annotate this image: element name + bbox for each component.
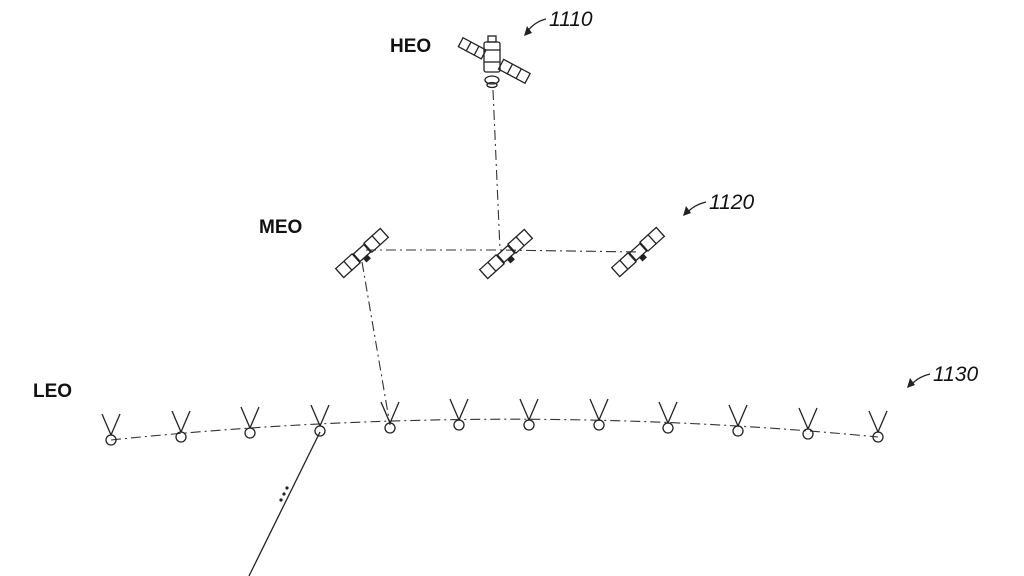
- leo-satellite-8: [589, 398, 609, 431]
- meo-crosslink: [366, 249, 641, 253]
- meo-reference: 1120: [683, 191, 754, 216]
- heo-reference: 1110: [524, 8, 593, 36]
- heo-label: HEO: [390, 36, 431, 57]
- leo-satellite-3: [240, 406, 260, 439]
- leo-satellite-9: [658, 401, 678, 434]
- leo-ref-arrowhead: [907, 378, 915, 388]
- heo-satellite: [457, 35, 532, 89]
- heo-meo-link: [492, 89, 501, 251]
- leo-satellite-7: [519, 398, 539, 431]
- leo-satellite-2: [171, 410, 191, 443]
- leo-satellite-1: [101, 413, 121, 446]
- meo-leo-link: [361, 261, 391, 426]
- leo-satellite-4: [310, 404, 330, 437]
- leo-ref-number: 1130: [933, 363, 978, 386]
- meo-satellite-3: [610, 226, 666, 278]
- meo-satellite-1: [334, 227, 390, 279]
- meo-ref-arrowhead: [683, 206, 691, 216]
- leo-satellite-12: [868, 410, 888, 443]
- leo-satellite-10: [728, 404, 748, 437]
- ground-link-line: [248, 431, 321, 576]
- meo-satellite-2: [478, 228, 534, 280]
- leo-satellite-6: [449, 398, 469, 431]
- leo-label: LEO: [33, 381, 72, 402]
- leo-ref-arrow: [910, 373, 931, 386]
- meo-ref-arrow: [686, 201, 707, 214]
- leo-crosslink-chain: [110, 418, 879, 441]
- heo-ref-arrowhead: [524, 26, 532, 36]
- leo-satellite-11: [798, 407, 818, 440]
- leo-satellite-5: [380, 401, 400, 434]
- leo-reference: 1130: [907, 363, 978, 388]
- meo-label: MEO: [259, 217, 302, 238]
- meo-ref-number: 1120: [709, 191, 754, 214]
- heo-ref-number: 1110: [549, 8, 593, 31]
- continuation-dots: [279, 486, 289, 502]
